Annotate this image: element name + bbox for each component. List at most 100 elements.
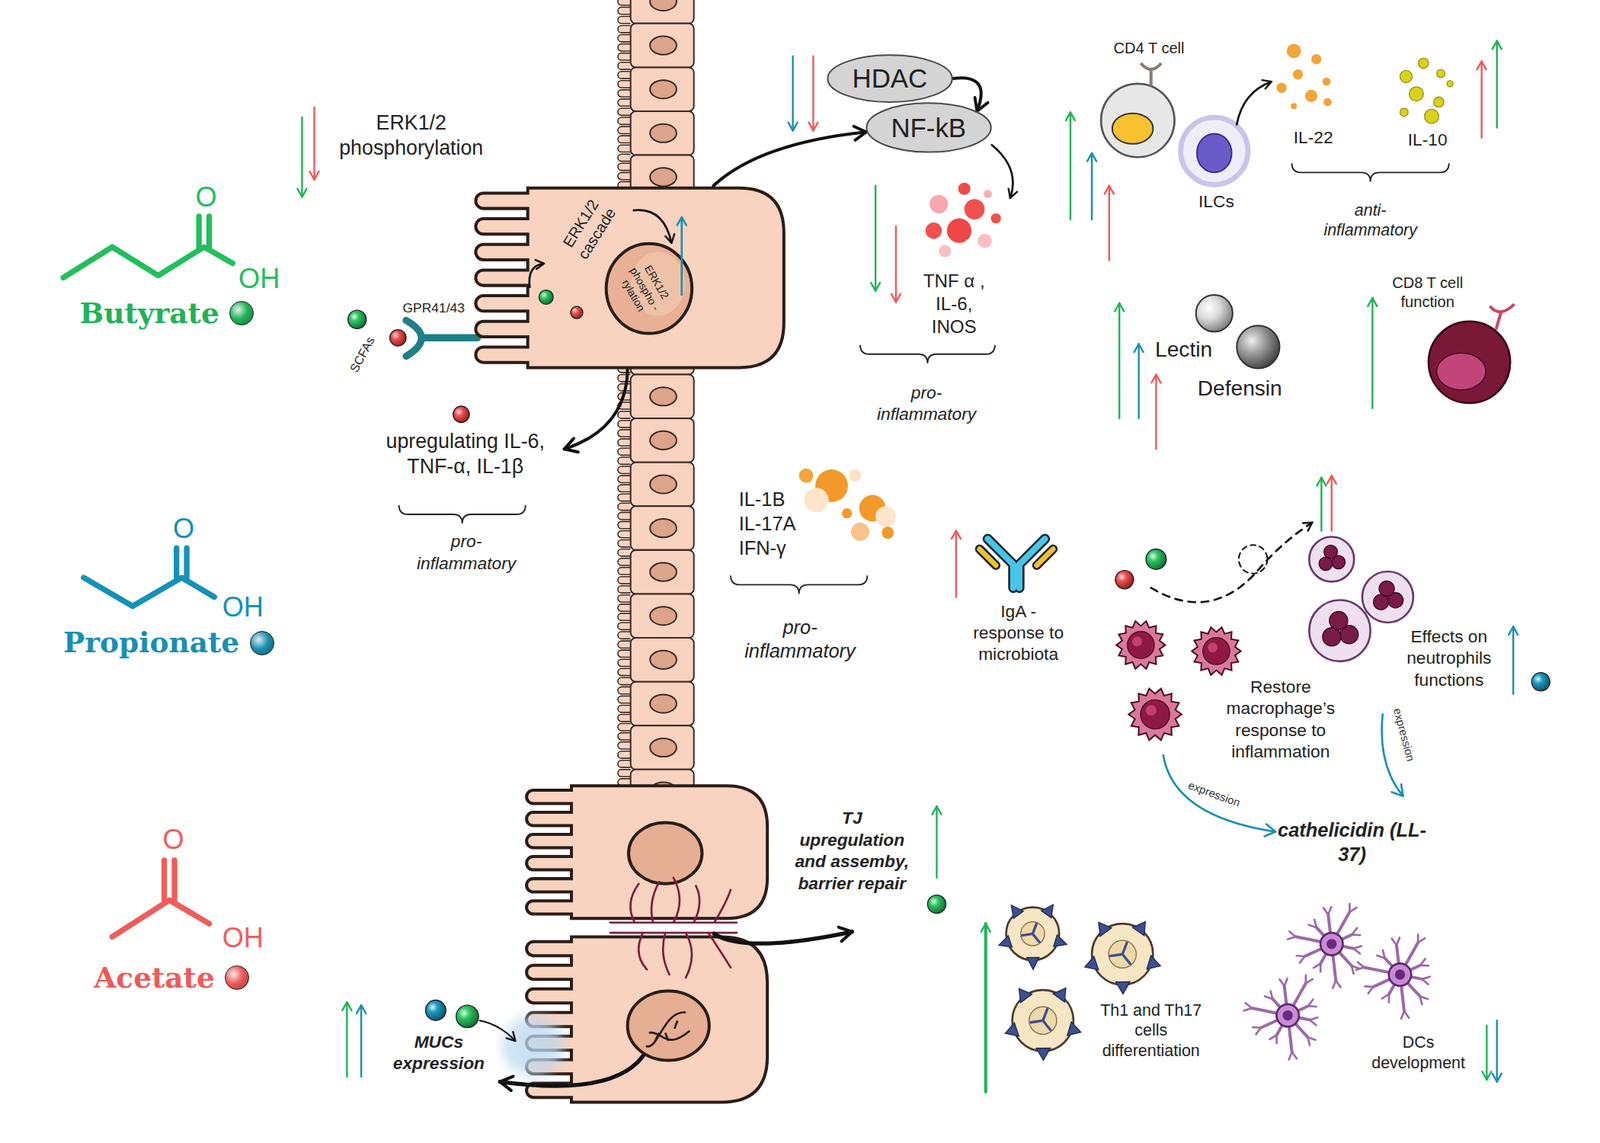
macrophage: [1145, 704, 1157, 716]
cytokine-dots: [1305, 89, 1318, 103]
epithelium-column: [630, 637, 695, 682]
receptor: [422, 334, 477, 342]
change-arrow: [1496, 1020, 1498, 1082]
dendritic-cell: [1376, 955, 1385, 958]
epithelium-column: [630, 418, 695, 463]
dendritic-cell: [1299, 956, 1305, 964]
text-label: Lectin: [1155, 336, 1213, 363]
antibody: [979, 549, 1053, 566]
epithelium-column: [630, 505, 695, 551]
dendritic-cell: [1357, 962, 1364, 968]
epithelium-column: [630, 111, 695, 156]
text-label: anti-inflammatory: [1314, 200, 1427, 242]
t-cell: [1149, 69, 1153, 86]
protein-ellipse: HDAC: [826, 54, 954, 103]
curly-brace: [399, 163, 1450, 594]
cd8-cell: [1436, 352, 1486, 390]
t-helper-cell: [1043, 1008, 1048, 1021]
t-helper-cell: [1032, 933, 1040, 942]
dendritic-cell: [1264, 995, 1273, 999]
cell-outline: [475, 187, 784, 368]
epithelial-cell: [526, 785, 768, 919]
change-arrow: [360, 1004, 362, 1077]
text-label: TNF α , IL-6, INOS: [918, 269, 990, 339]
text-label: Defensin: [1197, 374, 1283, 402]
arrow: [992, 144, 1014, 199]
macrophage: [1191, 627, 1241, 676]
epithelium-column: [649, 431, 677, 450]
text-label: DCs development: [1367, 1032, 1470, 1074]
text-label: cathelicidin (LL-37): [1275, 818, 1429, 868]
dendritic-cell: [1282, 1010, 1293, 1021]
dendritic-cell: [1392, 938, 1397, 946]
curly-brace: [1292, 163, 1450, 182]
dendritic-cell: [1255, 1027, 1261, 1035]
epithelium-column: [617, 0, 695, 813]
epithelial-cell: [526, 936, 768, 1102]
epithelium-column: [630, 462, 695, 507]
cytokine-dots: [841, 508, 852, 519]
dendritic-cell: [1304, 975, 1307, 984]
t-helper-cell: [1115, 981, 1130, 994]
epithelial-cell: ERK1/2 cascadeERK1/2 phospho -rylation: [471, 185, 787, 370]
dendritic-cell: [1356, 967, 1364, 970]
text-label: IL-1B IL-17A IFN-γ: [739, 487, 813, 560]
dendritic-cell: [1352, 928, 1357, 935]
t-helper-cell: [1022, 933, 1034, 935]
epithelium-column: [649, 738, 677, 757]
scfa-ball: [425, 1000, 446, 1021]
t-helper-cell: [1004, 1022, 1019, 1037]
ilc-cell: [1196, 133, 1232, 173]
dendritic-cell: [1289, 1051, 1293, 1060]
scfa-ball: [1145, 549, 1167, 570]
legend-entry: Propionate: [63, 625, 275, 660]
protein-ellipse: NF-kB: [865, 102, 992, 154]
dendritic-cell: [1309, 1019, 1316, 1025]
macrophage: [1132, 636, 1143, 647]
scfa-ball: [538, 289, 554, 304]
dna-helix: [655, 1020, 678, 1041]
text-label: Restore macrophage’s response to inflamm…: [1209, 675, 1353, 763]
tight-junction: [651, 881, 660, 923]
scfa-ball: [927, 895, 946, 914]
dendritic-cell: [1323, 908, 1328, 916]
chemical-structure: [173, 547, 180, 578]
legend-entry: Acetate: [93, 960, 250, 996]
change-arrow: [1069, 112, 1072, 220]
tight-junction: [694, 886, 700, 923]
cytokine-dots: [799, 44, 1453, 541]
text-label: expression: [1186, 777, 1242, 810]
t-helper-cell: [1020, 921, 1045, 946]
receptor: [406, 320, 422, 357]
cytokine-dots: [947, 218, 972, 244]
legend-swatch: [249, 630, 275, 656]
cytokine-dots: [1436, 69, 1446, 78]
neutrophil: [1324, 544, 1338, 559]
dendritic-cell: [1396, 937, 1400, 946]
change-arrow: [301, 41, 1514, 1092]
change-arrow: [1320, 477, 1322, 532]
dna-helix: [646, 1011, 691, 1047]
ellipse-outline: [866, 102, 991, 152]
chemical-structure: [63, 246, 233, 278]
dendritic-cell: [1245, 1002, 1252, 1008]
chemical-structure: [63, 216, 233, 938]
macrophage: [1127, 631, 1155, 659]
change-arrow: [935, 806, 938, 878]
cytokine-dots: [803, 487, 829, 512]
curly-brace: [399, 505, 526, 524]
t-helper-cell: [1032, 923, 1037, 934]
cytokine-dots: [1290, 102, 1297, 109]
cytokine-dots: [983, 189, 992, 199]
dendritic-cell: [1328, 906, 1332, 915]
epithelium-column: [649, 80, 677, 99]
cytokine-dots: [1400, 70, 1413, 83]
chemical-structure: [195, 216, 202, 250]
cell-nucleus: [627, 990, 710, 1060]
neutrophil: [1308, 536, 1414, 661]
cytokine-dots: [990, 213, 1001, 224]
text-label: upregulating IL-6, TNF-α, IL-1β: [381, 428, 550, 480]
t-helper-cell: [1110, 953, 1123, 956]
change-arrow: [300, 117, 303, 197]
